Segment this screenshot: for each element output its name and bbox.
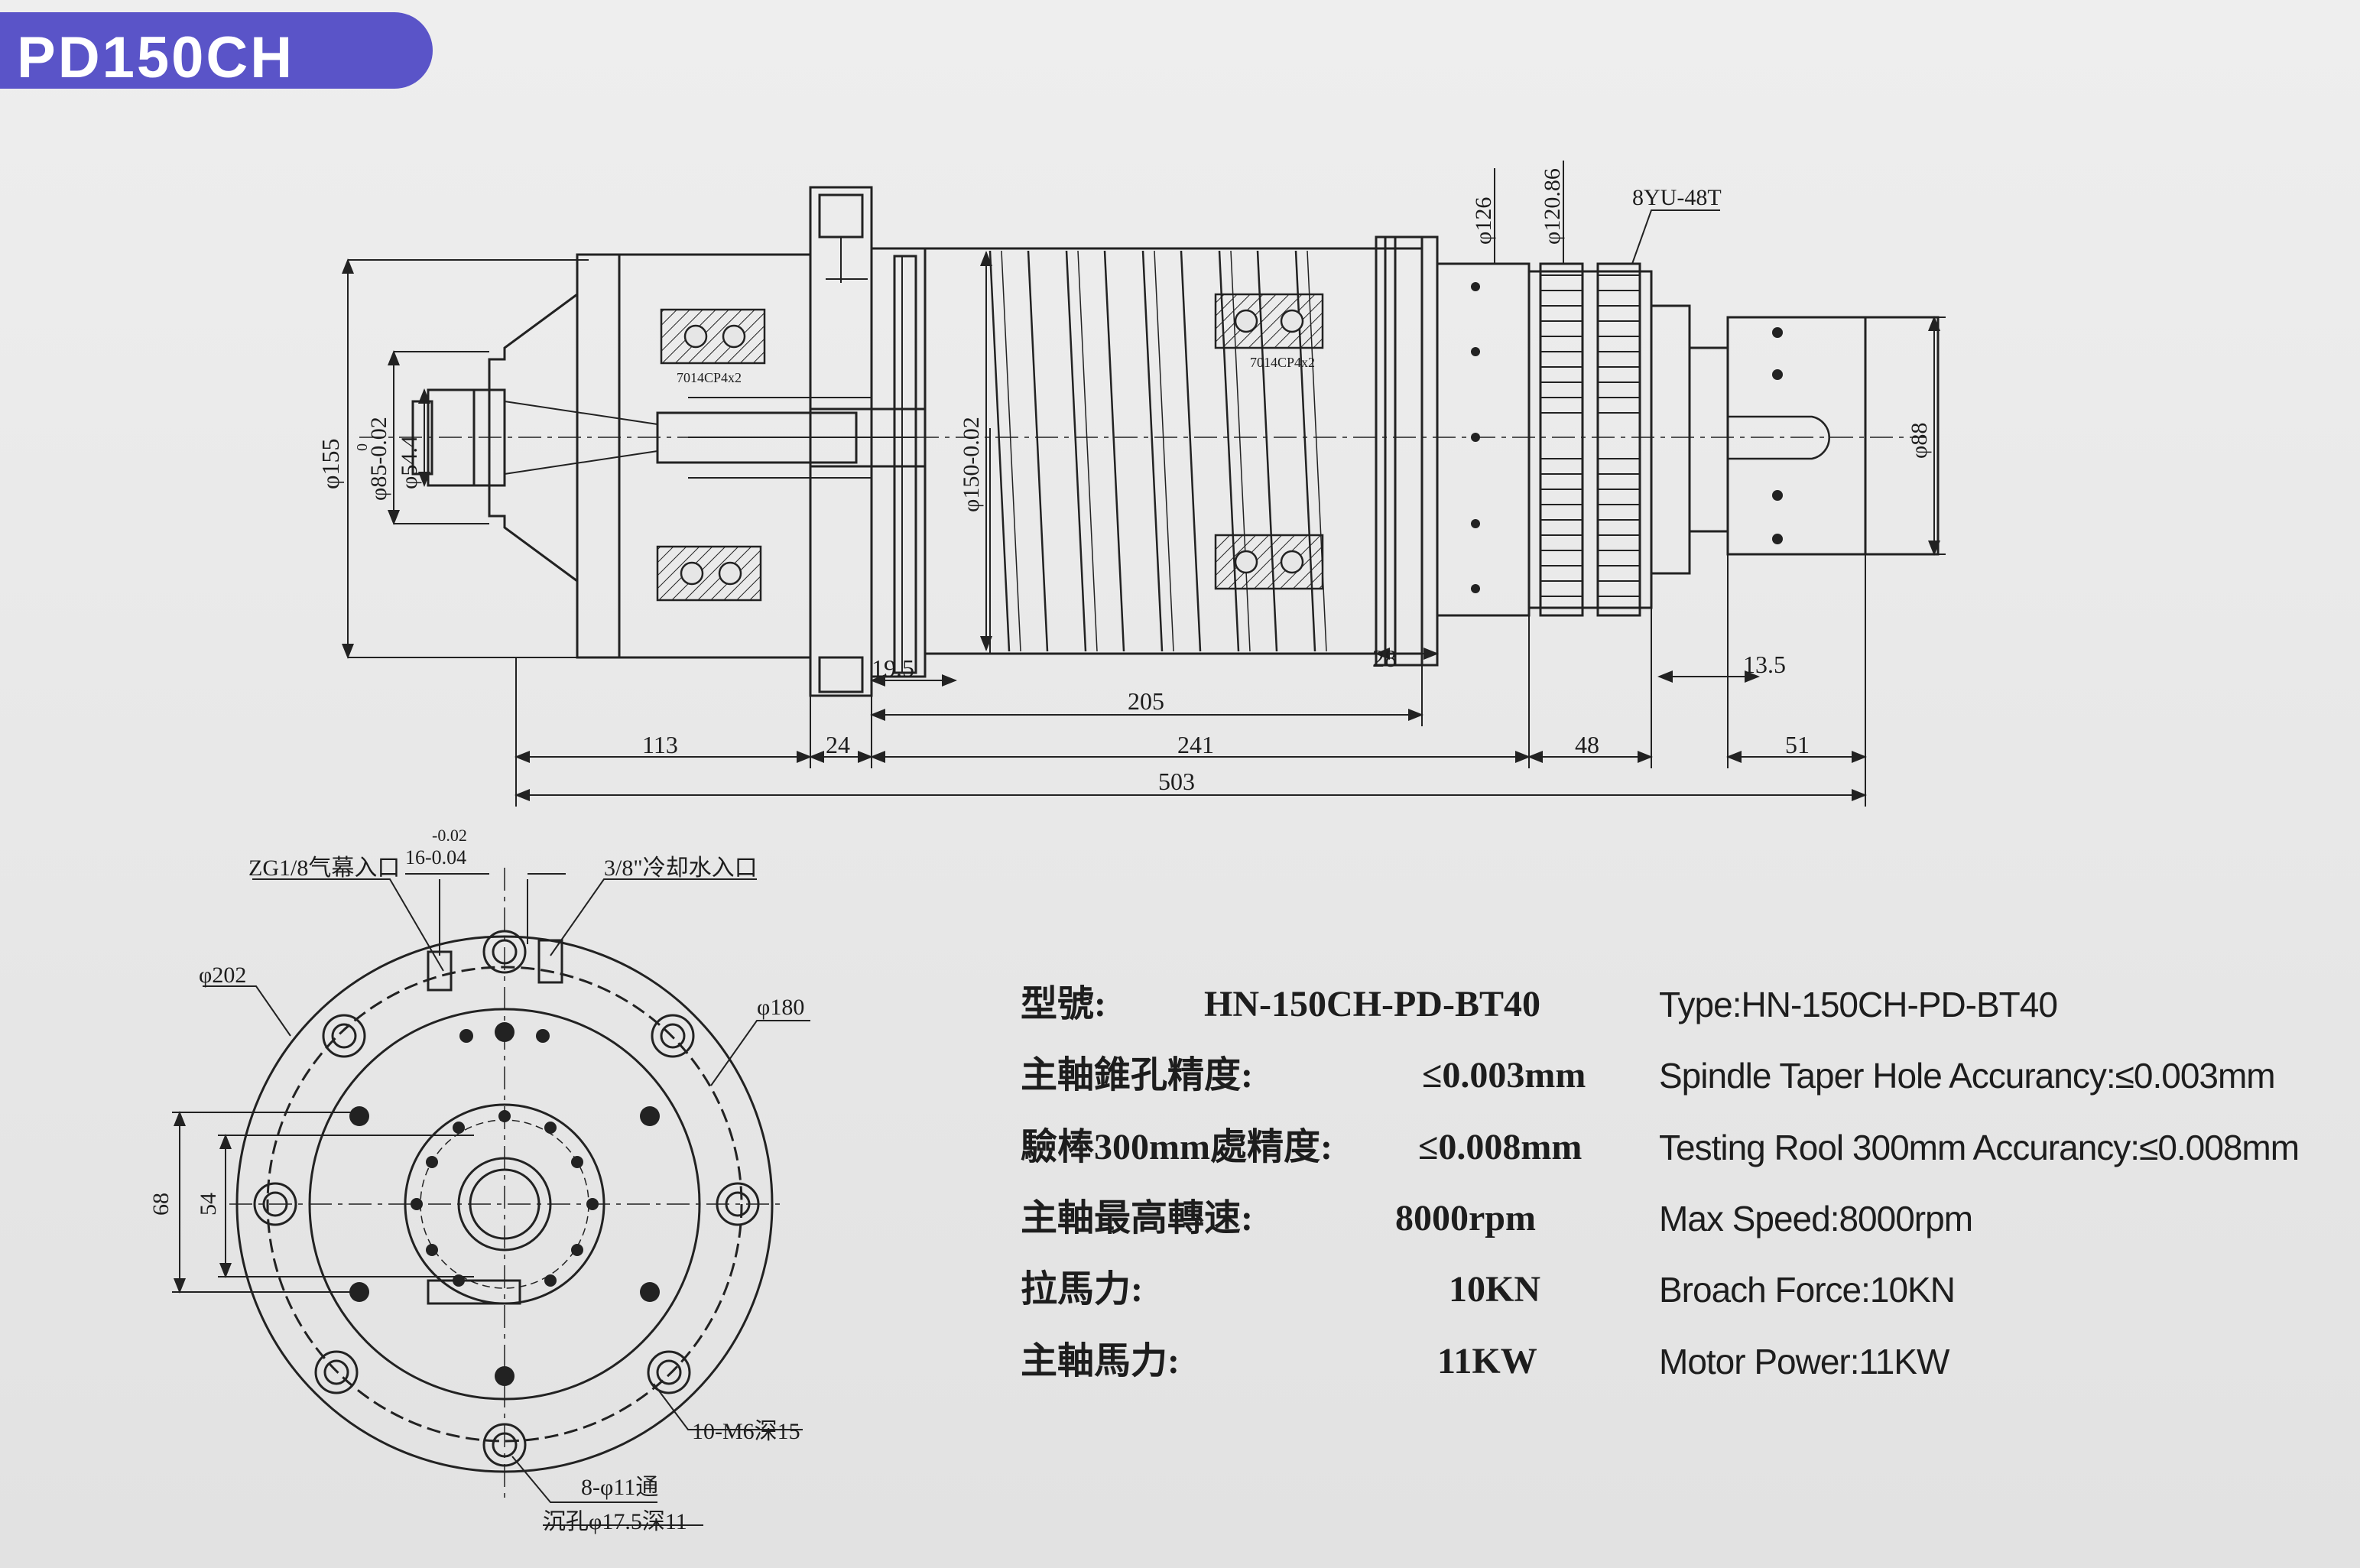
dim-113: 113 bbox=[642, 731, 678, 758]
dim-503: 503 bbox=[1158, 768, 1195, 795]
dim-13-5: 13.5 bbox=[1743, 651, 1786, 678]
bearing-label-left: 7014CP4x2 bbox=[677, 370, 742, 385]
dim-205: 205 bbox=[1128, 687, 1164, 715]
spec-type-label: 型號: bbox=[1021, 984, 1106, 1024]
tolerance-dim: 16-0.04 bbox=[405, 846, 466, 868]
dim-dia-155: φ155 bbox=[317, 439, 344, 489]
threads-label: 10-M6深15 bbox=[692, 1419, 800, 1444]
dim-24: 24 bbox=[826, 731, 850, 758]
spec-type-en: Type:HN-150CH-PD-BT40 bbox=[1659, 985, 2058, 1024]
tolerance-top: -0.02 bbox=[432, 826, 467, 845]
dim-dia-180: φ180 bbox=[757, 995, 804, 1020]
spec-speed-label: 主軸最高轉速: bbox=[1021, 1198, 1253, 1238]
model-badge: PD150CH bbox=[0, 12, 433, 89]
counterbore-label: 沉孔φ17.5深11 bbox=[543, 1509, 687, 1534]
spec-speed-value: 8000rpm bbox=[1395, 1198, 1536, 1238]
dim-28: 28 bbox=[1372, 644, 1397, 672]
dim-19-5: 19.5 bbox=[872, 654, 914, 682]
dim-dia-88: φ88 bbox=[1907, 423, 1932, 459]
spec-taper-en: Spindle Taper Hole Accurancy:≤0.003mm bbox=[1659, 1056, 2276, 1096]
dim-dia-85-tol: 0 bbox=[354, 443, 371, 451]
spec-test-label: 驗棒300mm處精度: bbox=[1021, 1127, 1333, 1167]
spec-type-value: HN-150CH-PD-BT40 bbox=[1204, 984, 1540, 1024]
dim-51: 51 bbox=[1785, 731, 1810, 758]
dim-dia-120: φ120.86 bbox=[1540, 168, 1565, 245]
spec-power-en: Motor Power:11KW bbox=[1659, 1342, 1949, 1381]
dim-dia-150: φ150-0.02 bbox=[959, 417, 984, 512]
dim-241: 241 bbox=[1177, 731, 1214, 758]
spec-taper-value: ≤0.003mm bbox=[1422, 1055, 1586, 1096]
coolant-inlet-label: 3/8"冷却水入口 bbox=[604, 855, 758, 881]
dim-54-front: 54 bbox=[196, 1193, 221, 1216]
dim-dia-202: φ202 bbox=[199, 963, 246, 988]
spec-broach-en: Broach Force:10KN bbox=[1659, 1270, 1956, 1310]
bearing-label-right: 7014CP4x2 bbox=[1250, 355, 1315, 370]
spec-test-value: ≤0.008mm bbox=[1418, 1127, 1583, 1167]
dim-dia-85: φ85-0.02 bbox=[366, 417, 391, 501]
air-inlet-label: ZG1/8气幕入口 bbox=[248, 855, 400, 881]
spec-power-value: 11KW bbox=[1437, 1341, 1537, 1381]
spec-test-en: Testing Rool 300mm Accurancy:≤0.008mm bbox=[1659, 1128, 2300, 1167]
dim-48: 48 bbox=[1575, 731, 1599, 758]
dim-dia-54: φ54.4 bbox=[397, 436, 422, 489]
pulley-label: 8YU-48T bbox=[1632, 185, 1722, 210]
spec-taper-label: 主軸錐孔精度: bbox=[1021, 1055, 1253, 1096]
dim-dia-126: φ126 bbox=[1471, 197, 1496, 245]
spec-broach-label: 拉馬力: bbox=[1021, 1269, 1143, 1310]
spec-speed-en: Max Speed:8000rpm bbox=[1659, 1199, 1973, 1238]
model-title: PD150CH bbox=[17, 25, 295, 90]
spec-power-label: 主軸馬力: bbox=[1021, 1341, 1180, 1381]
dim-68: 68 bbox=[148, 1193, 174, 1216]
spec-broach-value: 10KN bbox=[1449, 1269, 1540, 1310]
holes-label: 8-φ11通 bbox=[581, 1475, 658, 1500]
